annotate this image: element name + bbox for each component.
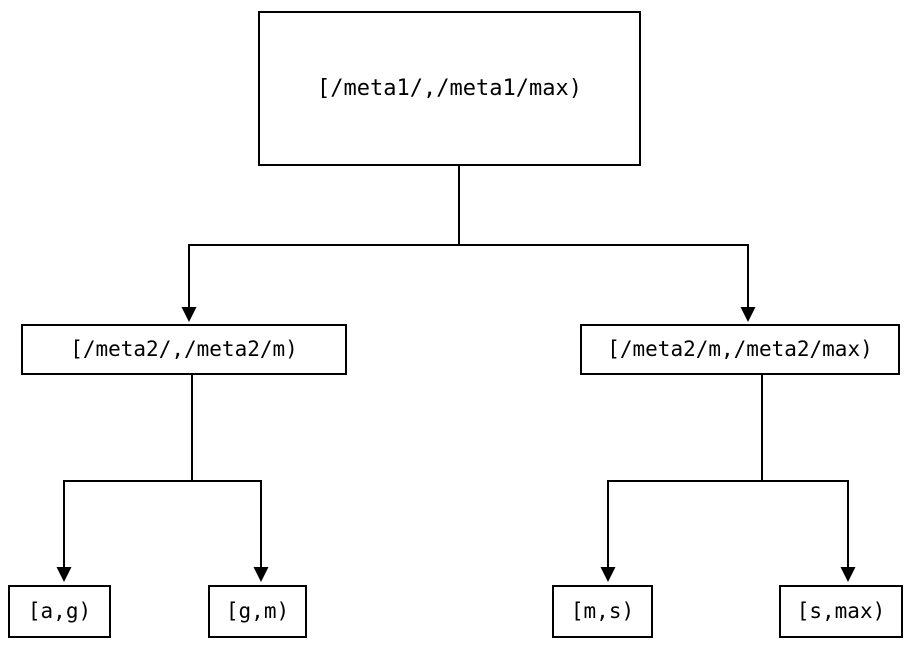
arrowhead-down-icon <box>600 567 616 582</box>
arrowhead-down-icon <box>56 567 72 582</box>
tree-node-label: [/meta2/m,/meta2/max) <box>607 337 873 361</box>
tree-node-label: [/meta1/,/meta1/max) <box>317 75 582 101</box>
tree-node-mid-left[interactable]: [/meta2/,/meta2/m) <box>21 324 347 375</box>
edge-line <box>607 375 763 567</box>
tree-node-leaf-smax[interactable]: [s,max) <box>779 585 903 638</box>
tree-edge <box>761 375 856 582</box>
arrowhead-down-icon <box>840 567 856 582</box>
arrowhead-down-icon <box>181 307 197 322</box>
tree-node-label: [a,g) <box>27 599 92 623</box>
tree-node-label: [m,s) <box>570 599 635 623</box>
tree-node-label: [/meta2/,/meta2/m) <box>70 337 298 361</box>
arrowhead-down-icon <box>253 567 269 582</box>
tree-node-mid-right[interactable]: [/meta2/m,/meta2/max) <box>580 324 900 375</box>
tree-edge <box>191 375 269 582</box>
tree-node-leaf-ms[interactable]: [m,s) <box>552 585 653 638</box>
tree-node-label: [s,max) <box>796 599 886 623</box>
edge-line <box>63 375 193 567</box>
tree-node-leaf-ag[interactable]: [a,g) <box>8 585 111 638</box>
tree-node-leaf-gm[interactable]: [g,m) <box>208 585 307 638</box>
tree-edge <box>458 166 756 322</box>
edge-line <box>188 166 460 307</box>
tree-edge <box>181 166 460 322</box>
edge-line <box>458 166 749 307</box>
tree-edge <box>600 375 763 582</box>
arrowhead-down-icon <box>740 307 756 322</box>
tree-node-root[interactable]: [/meta1/,/meta1/max) <box>258 11 641 166</box>
tree-edge <box>56 375 193 582</box>
edge-line <box>761 375 849 567</box>
edge-line <box>191 375 262 567</box>
tree-node-label: [g,m) <box>225 599 290 623</box>
